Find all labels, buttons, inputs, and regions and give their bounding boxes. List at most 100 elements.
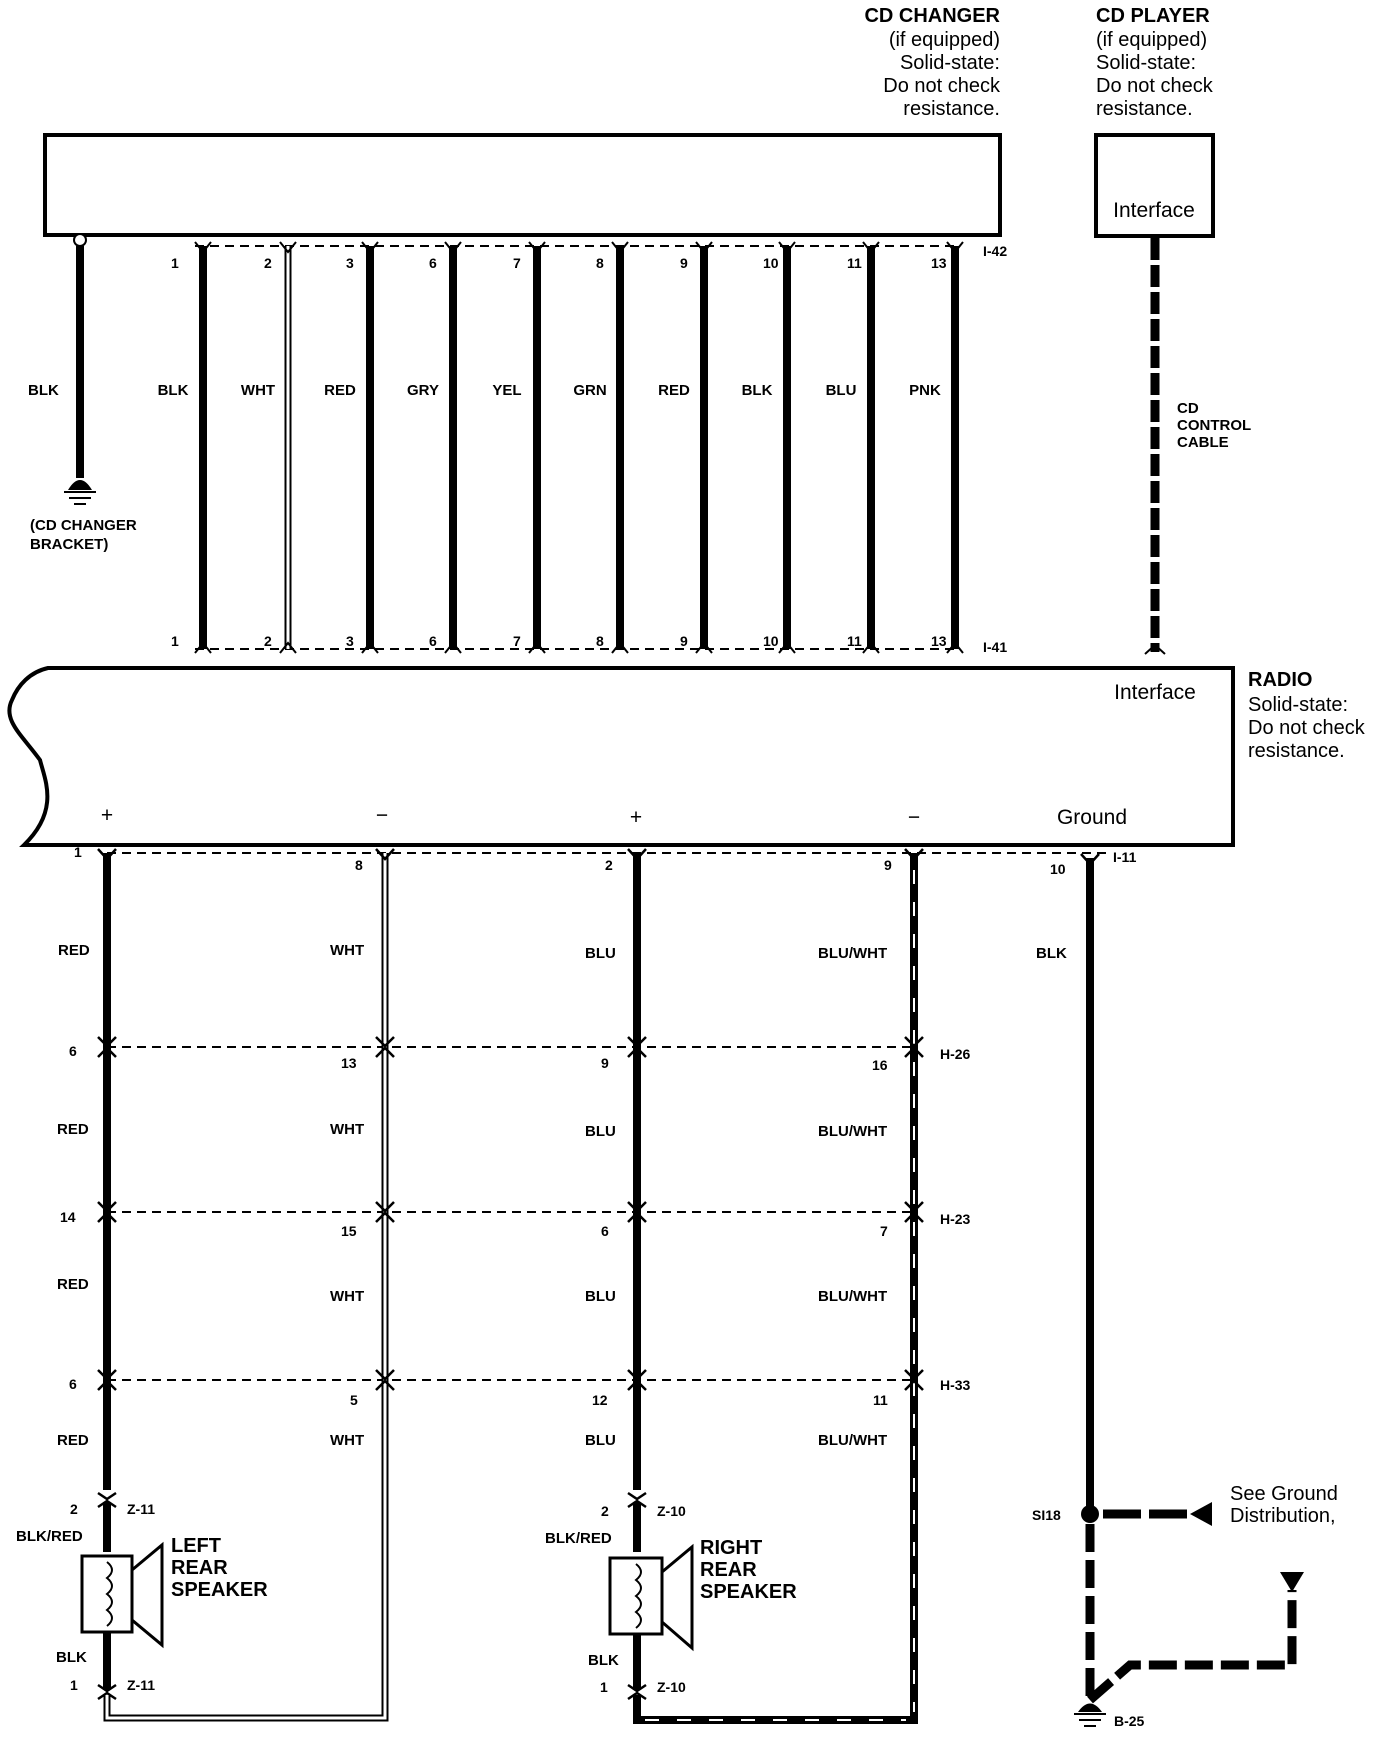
pin-i11-8: 8 xyxy=(355,857,363,873)
cd-pin-top-8: 8 xyxy=(596,255,604,271)
cd-wire-color-2: WHT xyxy=(241,382,275,399)
label-red-2: RED xyxy=(57,1121,89,1138)
cd-pin-bottom-13: 13 xyxy=(931,633,947,649)
connector-h33-label: H-33 xyxy=(940,1377,971,1393)
cd-pin-top-1: 1 xyxy=(171,255,179,271)
left-pin-bottom: 1 xyxy=(70,1677,78,1693)
speaker-connector-mark xyxy=(97,1683,117,1701)
connector-i41-label: I-41 xyxy=(983,639,1007,655)
cd-crimp-9 xyxy=(695,241,713,254)
cd-changer-title: CD CHANGER xyxy=(864,5,1000,27)
label-wht-3: WHT xyxy=(330,1288,364,1305)
pin-h23-d: 7 xyxy=(880,1223,888,1239)
ground-b25-label: B-25 xyxy=(1114,1713,1145,1729)
cd-crimp-13 xyxy=(946,241,964,254)
cd-wire-color-1: BLK xyxy=(158,382,189,399)
cd-pin-top-2: 2 xyxy=(264,255,272,271)
left-speaker-cone-icon xyxy=(130,1541,164,1649)
cd-crimp-8 xyxy=(611,641,629,654)
label-bluwht-2: BLU/WHT xyxy=(818,1123,887,1140)
right-speaker-name-2: REAR xyxy=(700,1559,757,1581)
label-wht-2: WHT xyxy=(330,1121,364,1138)
cd-changer-harness: I-42 I-41 11BLK22WHT33RED66GRY77YEL88GRN… xyxy=(158,241,1007,655)
right-speaker-cone-icon xyxy=(660,1543,694,1652)
connector-mark xyxy=(627,1036,647,1058)
cd-wire-color-8: GRN xyxy=(573,382,606,399)
cd-pin-top-9: 9 xyxy=(680,255,688,271)
pin-h26-d: 16 xyxy=(872,1057,888,1073)
cd-crimp-10 xyxy=(778,241,796,254)
connector-mark xyxy=(904,1201,924,1223)
terminal-left-minus: − xyxy=(376,804,388,827)
splice-si18 xyxy=(1081,1505,1099,1523)
ground-distribution: SI18 See Ground Distribution, B-25 xyxy=(1032,1483,1338,1729)
label-blk-ground: BLK xyxy=(1036,945,1067,962)
cd-crimp-11 xyxy=(862,641,880,654)
pin-h26-c: 9 xyxy=(601,1055,609,1071)
radio-box xyxy=(7,666,1235,847)
label-blu-3: BLU xyxy=(585,1288,616,1305)
radio-block: Interface RADIO Solid-state: Do not chec… xyxy=(7,666,1366,847)
label-bluwht-1: BLU/WHT xyxy=(818,945,887,962)
ground-arrow-icon xyxy=(1190,1502,1212,1526)
right-conn-bottom: Z-10 xyxy=(657,1679,686,1695)
cd-pin-bottom-9: 9 xyxy=(680,633,688,649)
cd-player-box xyxy=(1094,133,1215,238)
speaker-connector-mark xyxy=(97,1491,117,1509)
connector-mark xyxy=(904,1369,924,1391)
cd-wire-color-10: BLK xyxy=(742,382,773,399)
right-speaker-name-1: RIGHT xyxy=(700,1537,762,1559)
radio-note-1: Solid-state: xyxy=(1248,694,1348,716)
connector-i11-label: I-11 xyxy=(1113,849,1137,865)
cd-wire-color-9: RED xyxy=(658,382,690,399)
right-speaker: 2 Z-10 BLK/RED BLK 1 Z-10 RIGHT REAR SPE… xyxy=(545,1502,918,1724)
cd-crimp-11 xyxy=(862,241,880,254)
left-speaker: 2 Z-11 BLK/RED BLK 1 Z-11 LEFT REAR SPEA… xyxy=(16,1501,389,1722)
cd-pin-top-13: 13 xyxy=(931,255,947,271)
cd-pin-bottom-10: 10 xyxy=(763,633,779,649)
cd-wire-color-7: YEL xyxy=(492,382,521,399)
cd-wire-color-3: RED xyxy=(324,382,356,399)
pin-h33-d: 11 xyxy=(873,1392,888,1408)
pin-h33-a: 6 xyxy=(69,1376,77,1392)
pin-i11-1: 1 xyxy=(74,844,82,860)
cd-player-title: CD PLAYER xyxy=(1096,5,1210,27)
cd-changer-box xyxy=(43,133,1002,237)
connector-mark xyxy=(375,848,395,861)
pin-h23-a: 14 xyxy=(60,1209,76,1225)
cd-crimp-3 xyxy=(361,241,379,254)
connector-mark xyxy=(97,1369,117,1391)
label-blu-4: BLU xyxy=(585,1432,616,1449)
left-pin-top: 2 xyxy=(70,1501,78,1517)
label-red-3: RED xyxy=(57,1276,89,1293)
pin-i11-2: 2 xyxy=(605,857,613,873)
pin-h26-a: 6 xyxy=(69,1043,77,1059)
speaker-harness: I-11 H-26 H-23 H-33 RED WHT BLU BLU/WHT … xyxy=(57,844,1137,1722)
cd-player-interface: Interface xyxy=(1113,199,1195,222)
ground-note-2: Distribution, xyxy=(1230,1505,1336,1527)
connector-mark xyxy=(97,1036,117,1058)
left-speaker-name-3: SPEAKER xyxy=(171,1579,268,1601)
cd-crimp-1 xyxy=(194,641,212,654)
speaker-connector-mark xyxy=(627,1491,647,1509)
cd-pin-bottom-3: 3 xyxy=(346,633,354,649)
cd-pin-bottom-11: 11 xyxy=(847,633,862,649)
cd-pin-bottom-2: 2 xyxy=(264,633,272,649)
connector-mark xyxy=(904,848,924,861)
connector-mark xyxy=(627,848,647,861)
connector-mark xyxy=(627,1369,647,1391)
connector-mark xyxy=(627,1201,647,1223)
right-wire-bottom: BLK xyxy=(588,1652,619,1669)
radio-note-2: Do not check xyxy=(1248,717,1366,739)
cd-changer-note-2: Solid-state: xyxy=(900,52,1000,74)
right-return-wire xyxy=(633,1695,918,1724)
pin-h26-b: 13 xyxy=(341,1055,357,1071)
left-wire-top: BLK/RED xyxy=(16,1528,83,1545)
label-red-4: RED xyxy=(57,1432,89,1449)
cd-player-note-2: Solid-state: xyxy=(1096,52,1196,74)
cd-pin-top-10: 10 xyxy=(763,255,779,271)
right-wire-top: BLK/RED xyxy=(545,1530,612,1547)
cd-wire-color-6: GRY xyxy=(407,382,439,399)
cd-crimp-2 xyxy=(279,641,297,654)
cd-crimp-1 xyxy=(194,241,212,254)
